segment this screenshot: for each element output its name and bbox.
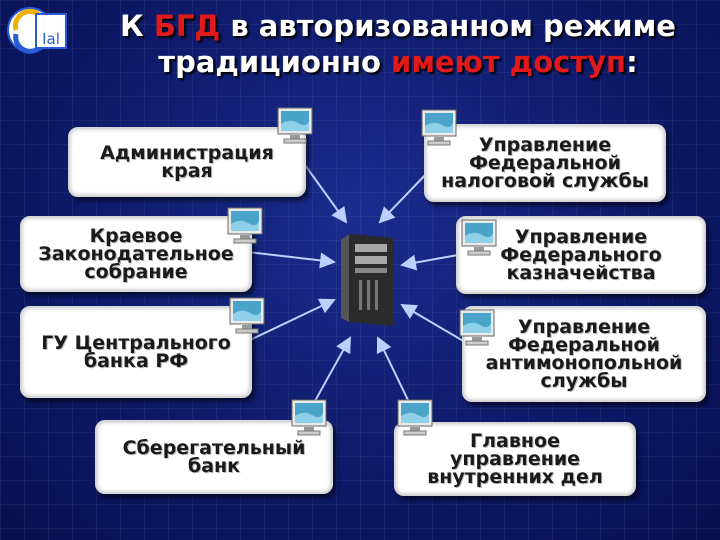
arrow-treasury xyxy=(400,254,459,271)
monitor-icon xyxy=(277,107,313,144)
node-label: Сберегательный банк xyxy=(122,437,306,477)
monitor-icon xyxy=(227,207,263,244)
node-legislative: Краевое Законодательное собрание xyxy=(20,216,252,292)
monitor-icon xyxy=(397,399,433,436)
node-internal-affairs: Главное управление внутренних дел xyxy=(394,422,636,496)
monitor-icon xyxy=(461,219,497,256)
server-icon xyxy=(341,234,393,326)
monitor-icon xyxy=(291,399,327,436)
node-treasury: Управление Федерального казначейства xyxy=(456,216,706,294)
arrow-tax-service xyxy=(378,169,431,224)
logo-text: Ial xyxy=(42,30,60,48)
monitor-icon xyxy=(229,297,265,334)
arrow-legislative xyxy=(247,251,336,269)
node-antimonopoly: Управление Федеральной антимонопольной с… xyxy=(462,306,706,402)
page-title: К БГД в авторизованном режиме традиционн… xyxy=(120,9,676,79)
node-savings-bank: Сберегательный банк xyxy=(95,420,333,494)
node-label: Управление Федеральной антимонопольной с… xyxy=(485,316,683,392)
arrow-antimonopoly xyxy=(400,303,466,343)
node-central-bank: ГУ Центрального банка РФ xyxy=(20,306,252,398)
node-label: ГУ Центрального банка РФ xyxy=(41,332,231,372)
node-label: Управление Федеральной налоговой службы xyxy=(441,134,649,192)
node-tax-service: Управление Федеральной налоговой службы xyxy=(424,124,666,202)
monitor-icon xyxy=(421,109,457,146)
node-label: Администрация края xyxy=(100,142,274,182)
monitor-icon xyxy=(459,309,495,346)
node-label: Управление Федерального казначейства xyxy=(500,226,662,284)
node-label: Краевое Законодательное собрание xyxy=(38,225,234,283)
arrow-administration xyxy=(304,164,348,224)
node-label: Главное управление внутренних дел xyxy=(427,430,603,488)
arrow-central-bank xyxy=(249,298,336,341)
node-administration: Администрация края xyxy=(68,127,306,197)
logo-icon: Ial xyxy=(7,7,67,54)
